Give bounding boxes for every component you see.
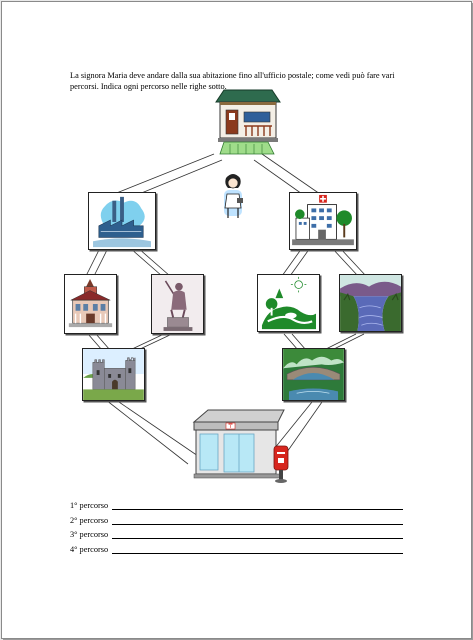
river-icon <box>339 274 402 332</box>
answer-line[interactable] <box>112 538 403 539</box>
town-hall-icon <box>64 274 117 334</box>
woman-icon <box>218 172 248 220</box>
route-label: 3° percorso <box>70 530 109 539</box>
house-icon <box>212 88 284 158</box>
castle-icon <box>82 348 145 401</box>
instructions-text: La signora Maria deve andare dalla sua a… <box>70 71 395 91</box>
post-office-sign: 〒 <box>227 423 233 430</box>
hospital-icon <box>289 192 357 250</box>
post-office-icon: 〒 <box>188 404 296 488</box>
answer-line[interactable] <box>112 552 403 554</box>
route-label: 4° percorso <box>70 544 109 554</box>
statue-icon <box>151 274 204 334</box>
answer-line[interactable] <box>112 509 403 510</box>
factory-icon <box>88 192 156 250</box>
park-icon <box>257 274 320 332</box>
route-label: 2° percorso <box>70 515 109 525</box>
route-label: 1° percorso <box>70 501 109 510</box>
answer-line[interactable] <box>112 523 403 525</box>
bridge-icon <box>282 348 345 401</box>
